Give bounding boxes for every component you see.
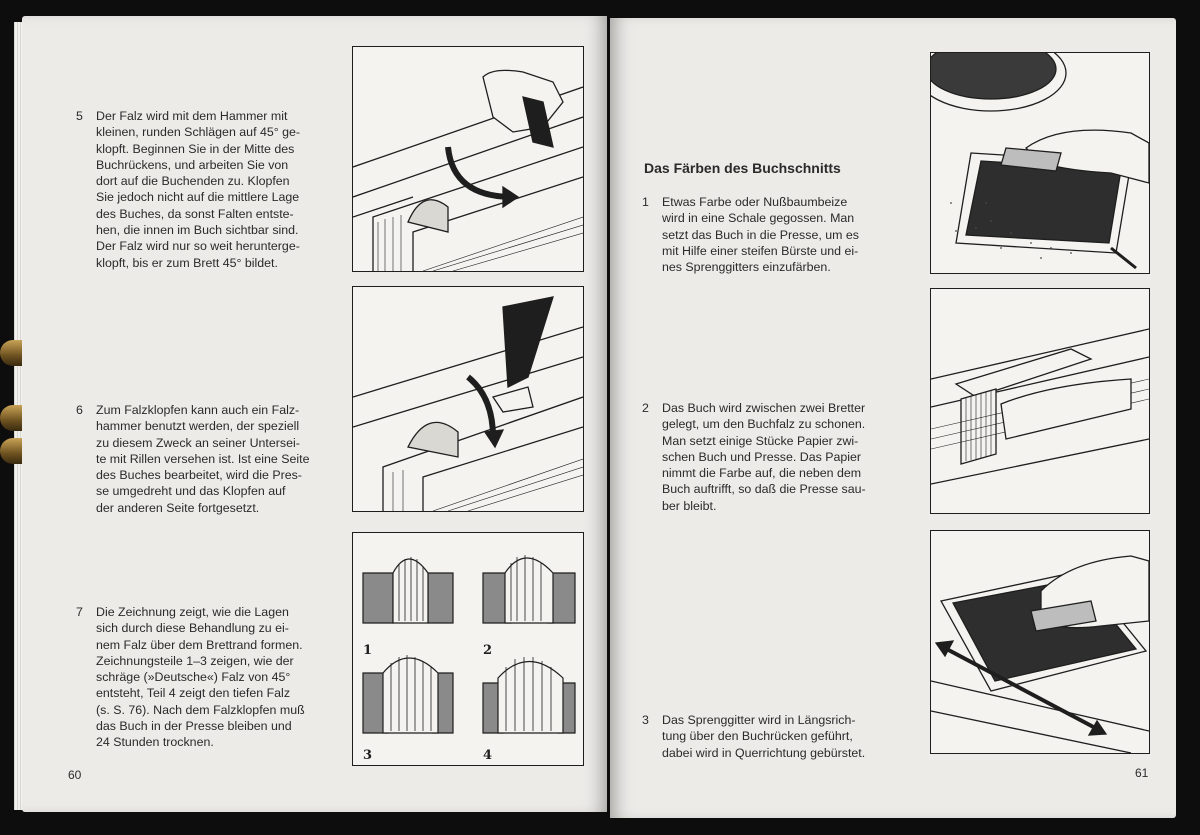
section-heading: Das Färben des Buchschnitts — [644, 160, 841, 176]
figure-label: 4 — [483, 748, 492, 763]
step-text: Der Falz wird mit dem Hammer mit kleinen… — [96, 109, 301, 270]
brushing-screen-drawing — [931, 555, 1149, 753]
illustration-fold-hammer — [352, 286, 584, 512]
step-text: Zum Falzklopfen kann auch ein Falz- hamm… — [96, 403, 310, 515]
left-page: 5 Der Falz wird mit dem Hammer mit klein… — [22, 16, 607, 812]
step-number: 7 — [76, 605, 83, 619]
illustration-brushing-screen — [930, 530, 1150, 754]
fold-shape — [482, 657, 576, 734]
dye-bowl-drawing — [931, 53, 1149, 270]
fold-hammer-drawing — [353, 296, 583, 511]
fold-shape — [362, 557, 454, 624]
illustration-dye-bowl — [930, 52, 1150, 274]
page-number: 61 — [1135, 766, 1149, 780]
step-number: 6 — [76, 403, 83, 417]
fold-shape — [482, 555, 576, 624]
step-text: Etwas Farbe oder Nußbaumbeize wird in ei… — [662, 195, 859, 275]
page-number: 60 — [68, 768, 82, 782]
illustration-fold-stages: 1 2 3 4 — [352, 532, 584, 766]
figure-label: 2 — [483, 643, 492, 658]
step-text: Die Zeichnung zeigt, wie die Lagen sich … — [96, 605, 305, 750]
step-number: 5 — [76, 109, 83, 123]
step-number: 1 — [642, 195, 649, 209]
step-number: 3 — [642, 713, 649, 727]
figure-label: 3 — [363, 748, 372, 763]
illustration-hammering-fold — [352, 46, 584, 272]
fold-shape — [362, 655, 454, 734]
step-text: Das Sprenggitter wird in Längsrich- tung… — [662, 713, 866, 760]
figure-label: 1 — [363, 643, 372, 658]
illustration-book-in-press — [930, 288, 1150, 514]
step-number: 2 — [642, 401, 649, 415]
hammer-fold-drawing — [353, 69, 583, 271]
right-page: Das Färben des Buchschnitts 1 Etwas Farb… — [610, 18, 1176, 818]
book-in-press-drawing — [931, 328, 1149, 485]
fold-stages-drawing: 1 2 3 4 — [362, 555, 576, 763]
step-text: Das Buch wird zwischen zwei Bretter gele… — [662, 401, 866, 513]
